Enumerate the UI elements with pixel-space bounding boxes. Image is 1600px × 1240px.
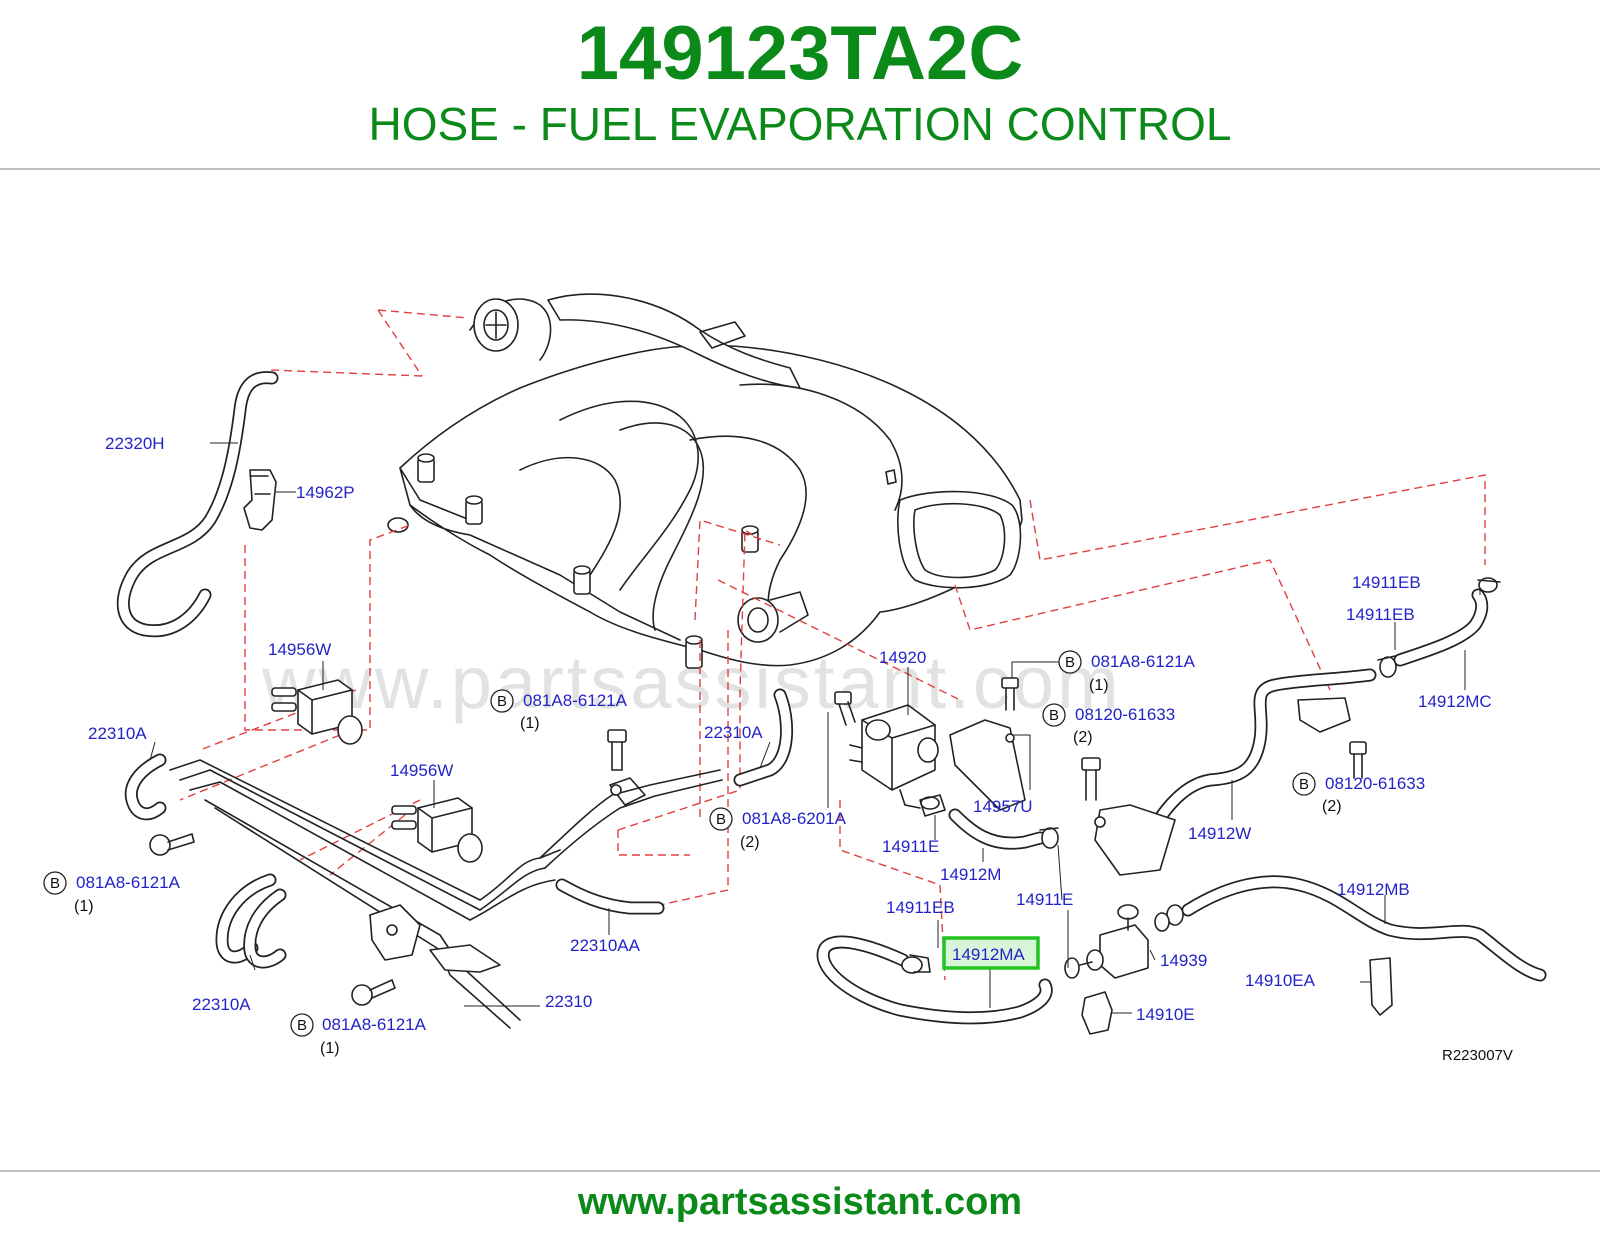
solenoid-valve-14956w-lower [391, 797, 483, 863]
label-081a8-6121a-mid[interactable]: 081A8-6121A [523, 691, 628, 710]
bolt-6201a [834, 691, 856, 726]
label-081a8-6201a[interactable]: 081A8-6201A [742, 809, 847, 828]
hose-14912mc [1393, 588, 1489, 667]
bracket-right [1094, 697, 1351, 876]
qty-mid: (1) [520, 715, 540, 732]
footer-divider [0, 1170, 1600, 1172]
bolt-marker-left: B [50, 875, 60, 892]
label-22310a-left[interactable]: 22310A [88, 724, 147, 743]
label-14939[interactable]: 14939 [1160, 951, 1207, 970]
bolt-marker-08120-a: B [1049, 707, 1059, 724]
label-14912w[interactable]: 14912W [1188, 824, 1251, 843]
clamp-14911e-a [919, 794, 946, 817]
part-number-title: 149123TA2C [576, 11, 1024, 96]
label-14911eb-c[interactable]: 14911EB [1346, 605, 1415, 624]
clamp-14911e-b [1039, 827, 1059, 849]
qty-08120-b: (2) [1322, 798, 1342, 815]
hose-14912mb [1154, 875, 1547, 982]
valve-14939 [1064, 904, 1149, 979]
footer-website-link[interactable]: www.partsassistant.com [577, 1181, 1023, 1223]
reference-dashed-lines [179, 309, 1486, 981]
label-14911eb-a[interactable]: 14911EB [886, 898, 955, 917]
clip-14910e [1081, 991, 1113, 1035]
label-22310[interactable]: 22310 [545, 992, 592, 1011]
bolt-08120-b [1349, 741, 1367, 779]
clamp-14911eb-c [1377, 655, 1397, 678]
qty-bottom: (1) [320, 1040, 340, 1057]
bolt-marker-bottom: B [297, 1017, 307, 1034]
label-22310aa[interactable]: 22310AA [570, 936, 641, 955]
bolt-left [149, 833, 195, 856]
qty-left: (1) [74, 898, 94, 915]
label-22310a-mid[interactable]: 22310A [704, 723, 763, 742]
clamp-14911eb-b [1477, 577, 1501, 593]
clamp-14911eb-a [901, 954, 931, 974]
solenoid-valve-14956w-upper [271, 679, 363, 745]
label-14912ma-highlighted[interactable]: 14912MA [952, 945, 1025, 964]
label-081a8-6121a-bottom[interactable]: 081A8-6121A [322, 1015, 427, 1034]
hose-22320h-drawing [116, 371, 279, 638]
hose-14912m [948, 808, 1047, 850]
qty-right: (1) [1089, 677, 1109, 694]
vacuum-tube-assembly-22310 [124, 688, 794, 1029]
label-14912mb[interactable]: 14912MB [1337, 880, 1410, 899]
label-14957u[interactable]: 14957U [973, 797, 1033, 816]
label-08120-61633-a[interactable]: 08120-61633 [1075, 705, 1175, 724]
label-14956w-upper[interactable]: 14956W [268, 640, 331, 659]
label-22320h[interactable]: 22320H [105, 434, 165, 453]
label-leader-lines [149, 442, 1481, 1014]
label-14920[interactable]: 14920 [879, 648, 926, 667]
label-14910ea[interactable]: 14910EA [1245, 971, 1316, 990]
part-labels: 22320H 14962P 14956W 22310A 14956W 081A8… [74, 434, 1513, 1064]
clip-14910ea [1369, 957, 1393, 1016]
label-22310a-bottom[interactable]: 22310A [192, 995, 251, 1014]
header-divider [0, 168, 1600, 170]
hose-14912w [1133, 668, 1377, 857]
label-14911e-a[interactable]: 14911E [882, 837, 939, 856]
label-08120-61633-b[interactable]: 08120-61633 [1325, 774, 1425, 793]
bracket-14957u [949, 719, 1026, 811]
bolt-marker-6201a: B [716, 811, 726, 828]
label-081a8-6121a-right[interactable]: 081A8-6121A [1091, 652, 1196, 671]
label-14911e-b[interactable]: 14911E [1016, 890, 1073, 909]
label-14912m[interactable]: 14912M [940, 865, 1001, 884]
bolt-right [1001, 677, 1019, 711]
bolt-08120-a [1081, 757, 1101, 801]
label-081a8-6121a-left[interactable]: 081A8-6121A [76, 873, 181, 892]
qty-6201a: (2) [740, 834, 760, 851]
label-14956w-lower[interactable]: 14956W [390, 761, 453, 780]
intake-manifold-drawing [387, 293, 1023, 669]
parts-diagram: www.partsassistant.com [43, 293, 1547, 1064]
diagram-reference-code: R223007V [1442, 1047, 1513, 1064]
bolt-mid [607, 729, 627, 771]
part-name-subtitle: HOSE - FUEL EVAPORATION CONTROL [368, 98, 1232, 150]
label-14912mc[interactable]: 14912MC [1418, 692, 1492, 711]
qty-08120-a: (2) [1073, 729, 1093, 746]
label-14911eb-b[interactable]: 14911EB [1352, 573, 1421, 592]
bolt-bottom [351, 979, 396, 1006]
label-14910e[interactable]: 14910E [1136, 1005, 1195, 1024]
hose-14912ma-highlighted [816, 935, 1053, 1025]
purge-valve-14920 [849, 704, 940, 810]
bolt-marker-mid: B [497, 693, 507, 710]
bolt-marker-08120-b: B [1299, 776, 1309, 793]
bolt-marker-right: B [1065, 654, 1075, 671]
highlight-box [942, 936, 1040, 970]
bolt-markers: B B B B B B B [43, 650, 1316, 1037]
label-14962p[interactable]: 14962P [296, 483, 355, 502]
